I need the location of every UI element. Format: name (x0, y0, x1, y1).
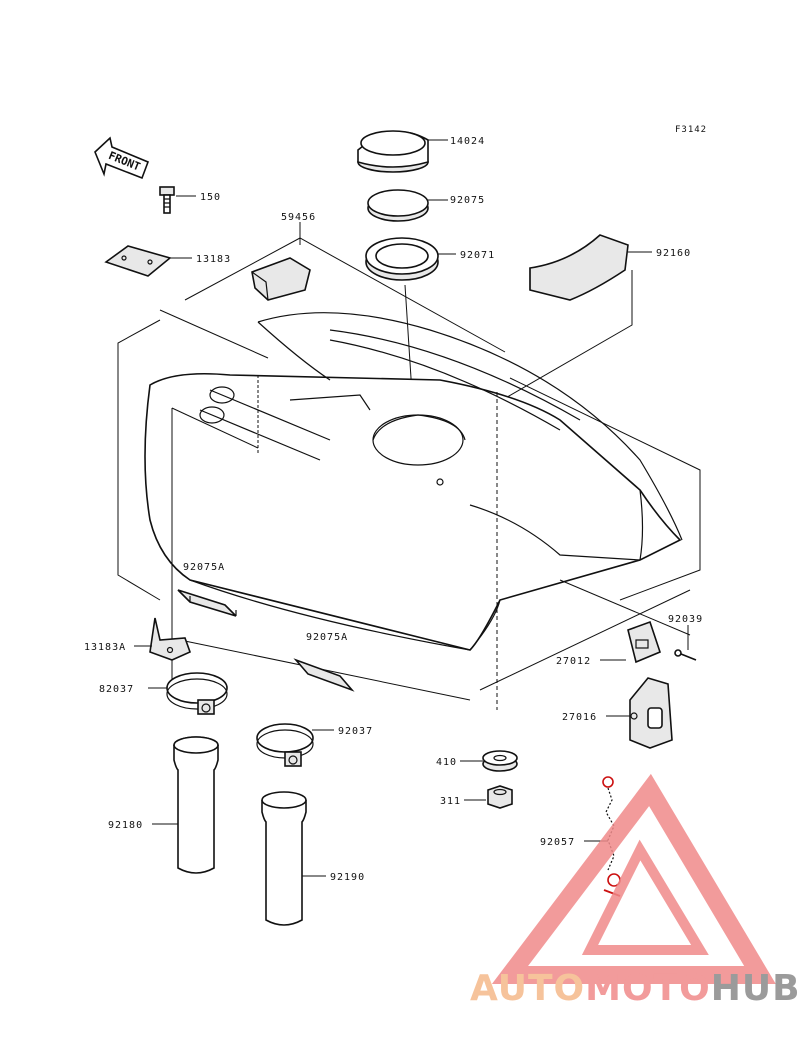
label-92071: 92071 (460, 250, 495, 261)
pin-92039-icon (674, 649, 697, 661)
label-92057: 92057 (540, 837, 575, 848)
label-92039: 92039 (668, 614, 703, 625)
label-92075: 92075 (450, 195, 485, 206)
fuel-tank (144, 312, 683, 651)
label-59456: 59456 (281, 212, 316, 223)
plate-13183-icon (104, 245, 172, 277)
label-150: 150 (200, 192, 221, 203)
label-311: 311 (440, 796, 461, 807)
pad-59456-icon (251, 257, 311, 301)
front-arrow-icon: FRONT (94, 136, 150, 180)
strip-92075A-2-icon (293, 658, 355, 692)
ring-92071-icon (365, 237, 439, 281)
label-92180: 92180 (108, 820, 143, 831)
label-92037: 92037 (338, 726, 373, 737)
label-82037: 82037 (99, 684, 134, 695)
label-27016: 27016 (562, 712, 597, 723)
label-27012: 27012 (556, 656, 591, 667)
label-92190: 92190 (330, 872, 365, 883)
clamp-82037-icon (166, 672, 228, 715)
watermark-part1: AUTO (470, 968, 585, 1009)
pad-92160-icon (529, 234, 629, 301)
label-92075A-2: 92075A (306, 632, 348, 643)
nut-311-icon (487, 785, 513, 809)
hose-92190-icon (261, 791, 307, 926)
watermark-part3: HUB (711, 968, 800, 1009)
chain-92057-icon (602, 776, 621, 897)
cap-14024-icon (357, 130, 429, 173)
clamp-92037-icon (256, 723, 314, 767)
bolt-150-icon (159, 186, 175, 214)
label-13183A: 13183A (84, 642, 126, 653)
latch-base-27016-icon (629, 677, 673, 749)
hose-92180-icon (173, 736, 219, 874)
watermark-part2: MOTO (585, 968, 711, 1009)
bracket-13183A-icon (149, 617, 192, 661)
label-14024: 14024 (450, 136, 485, 147)
latch-27012-icon (627, 620, 661, 664)
svg-text:AUTOMOTOHUB: AUTOMOTOHUB (470, 968, 800, 1009)
label-13183: 13183 (196, 254, 231, 265)
label-92075A-1: 92075A (183, 562, 225, 573)
figure-id: F3142 (675, 125, 707, 135)
washer-410-icon (482, 750, 518, 772)
label-92160: 92160 (656, 248, 691, 259)
strip-92075A-1-icon (177, 589, 237, 617)
watermark-logo: AUTOMOTOHUB (470, 773, 800, 1009)
gasket-92075-icon (367, 189, 429, 222)
label-410: 410 (436, 757, 457, 768)
